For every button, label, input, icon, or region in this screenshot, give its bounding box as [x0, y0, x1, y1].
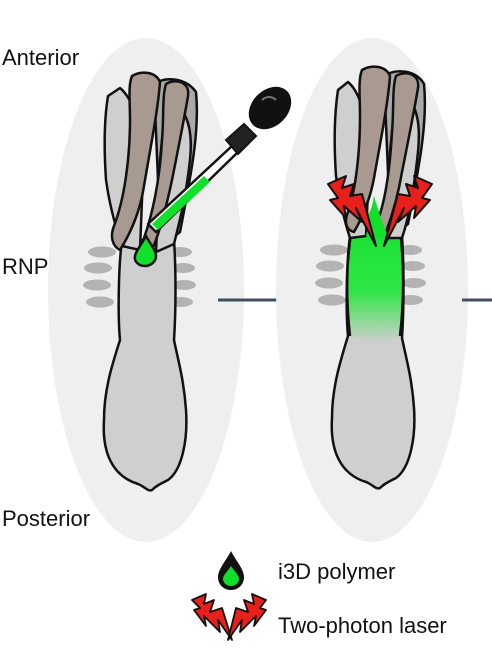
neural-tube-body: [102, 238, 188, 492]
red-lightning-icon: [191, 593, 267, 641]
posterior-label: Posterior: [2, 506, 91, 531]
anterior-label: Anterior: [2, 45, 80, 70]
panel-before: [48, 38, 292, 542]
red-lightning-icon: [383, 175, 433, 247]
dropper-icon: [146, 86, 292, 234]
panel-after: [276, 38, 468, 542]
neural-fold-left: [110, 71, 162, 252]
legend-laser-label: Two-photon laser: [278, 613, 447, 638]
polymer-droplet: [133, 233, 158, 268]
red-lightning-icon: [327, 175, 377, 247]
neural-fold-left: [344, 65, 392, 234]
rnp-label: RNP: [2, 254, 49, 279]
legend-polymer-label: i3D polymer: [278, 559, 396, 584]
rnp-ridges: [315, 244, 426, 306]
